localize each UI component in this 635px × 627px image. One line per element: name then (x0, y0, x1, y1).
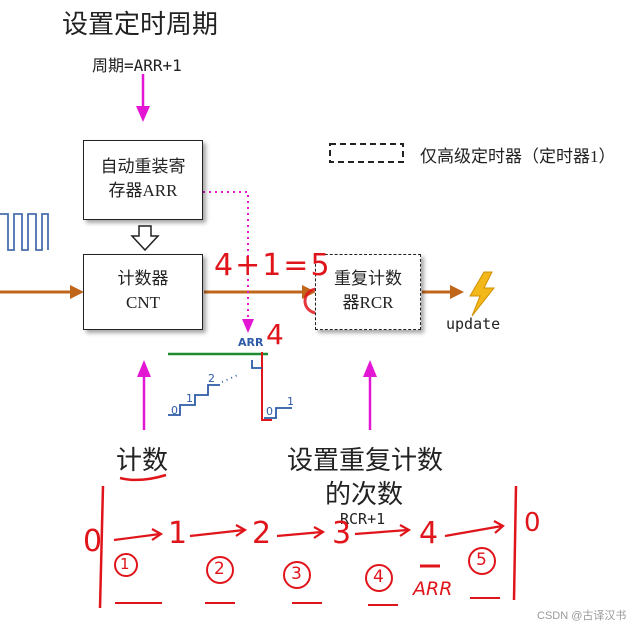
ramp-staircase-3 (264, 407, 292, 419)
rcr-box-line2: 器RCR (342, 293, 394, 312)
update-label: update (446, 315, 501, 333)
sequence-2: 2 (252, 516, 272, 551)
count-arrow-head (137, 360, 151, 377)
circled-2: 2 (214, 559, 225, 579)
cnt-box-line1: 计数器 (117, 269, 169, 288)
ramp-label-2: 2 (208, 372, 215, 385)
circled-1: 1 (120, 555, 130, 573)
reload-arrow (130, 225, 160, 252)
ramp-dots (221, 373, 241, 383)
sequence-end: 0 (524, 508, 541, 538)
input-arrow-head (70, 285, 84, 299)
sequence-3: 3 (332, 516, 352, 551)
arr-box-line2: 存器ARR (108, 181, 178, 200)
left-bracket (98, 485, 105, 609)
rcr-title-line2: 的次数 (325, 480, 404, 509)
handwritten-arr-bottom: ARR (413, 578, 453, 600)
underscores (115, 597, 500, 606)
rcr-box-line1: 重复计数 (334, 269, 402, 288)
ramp-staircase-2 (251, 360, 262, 369)
rcr-title-line1: 设置重复计数 (287, 446, 444, 475)
period-arrow-head (136, 106, 150, 122)
handwritten-4plus1: 4+1=5 (214, 248, 332, 283)
rcr-up-arrow-head (363, 360, 377, 377)
ramp-staircase (168, 384, 220, 416)
circled-4: 4 (373, 567, 384, 587)
circled-markers (114, 547, 496, 592)
handwritten-arr-small: ARR (238, 336, 264, 349)
lightning-icon (469, 271, 496, 317)
rcr-counter-box: 重复计数 器RCR (315, 254, 421, 330)
arr-register-box: 自动重装寄 存器ARR (83, 140, 203, 220)
page-title: 设置定时周期 (62, 10, 219, 39)
count-label: 计数 (116, 446, 169, 475)
arr-dotted-arrow-head (242, 319, 254, 333)
sequence-4: 4 (419, 516, 439, 551)
watermark: CSDN @古译汉书 (537, 610, 627, 622)
ramp-label-0: 0 (171, 404, 178, 417)
ramp-label-0b: 0 (266, 405, 273, 418)
cnt-counter-box: 计数器 CNT (83, 254, 203, 330)
sequence-1: 1 (168, 516, 188, 551)
count-underline (119, 473, 167, 482)
right-bracket (512, 485, 518, 601)
ramp-label-1b: 1 (287, 395, 294, 408)
rcr-update-arrow-head (450, 285, 464, 299)
legend-label: 仅高级定时器（定时器1） (420, 147, 616, 166)
rcr-formula: RCR+1 (340, 510, 386, 528)
period-formula: 周期=ARR+1 (92, 56, 182, 75)
clock-signal (0, 213, 49, 251)
legend-dashed-box (329, 143, 404, 163)
reset-line (261, 352, 272, 421)
circled-5: 5 (476, 550, 487, 570)
sequence-start: 0 (83, 524, 103, 559)
arr-box-line1: 自动重装寄 (100, 157, 186, 176)
ramp-label-1: 1 (186, 392, 193, 405)
handwritten-arr-value: 4 (266, 318, 284, 351)
sequence-arrows (113, 520, 505, 542)
cnt-box-line2: CNT (126, 293, 160, 312)
circled-3: 3 (291, 564, 302, 584)
